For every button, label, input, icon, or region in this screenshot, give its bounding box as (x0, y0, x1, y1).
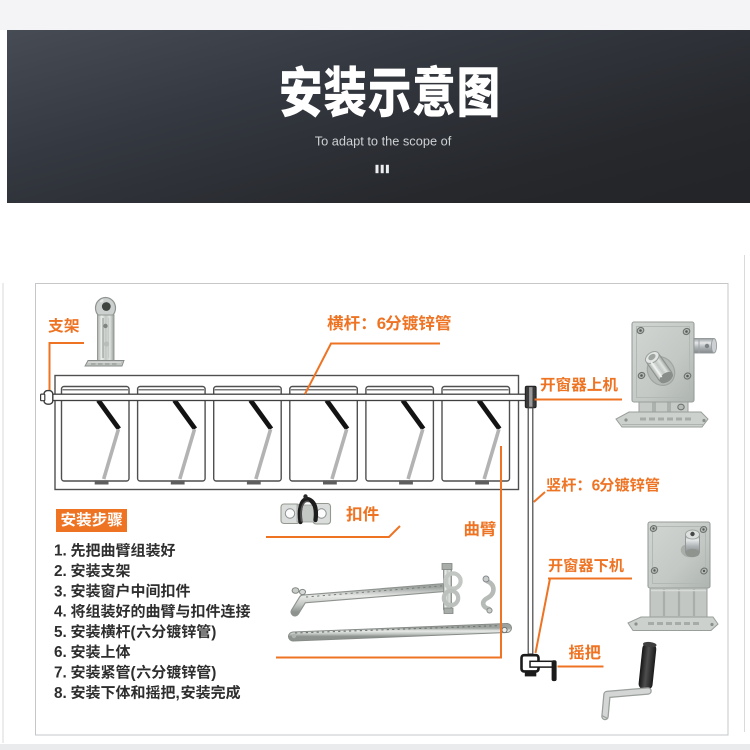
svg-text:): ) (211, 624, 216, 641)
svg-text:(: ( (131, 624, 137, 641)
svg-text:): ) (211, 665, 216, 682)
svg-text:3.: 3. (54, 583, 67, 600)
svg-text:7.: 7. (54, 665, 67, 682)
svg-text:2.: 2. (54, 563, 67, 580)
svg-text:6: 6 (592, 477, 601, 494)
svg-text:(: ( (131, 665, 137, 682)
svg-text:4.: 4. (54, 604, 67, 621)
svg-text:6.: 6. (54, 644, 67, 661)
svg-text:6: 6 (377, 314, 386, 333)
svg-text:To adapt to the scope of: To adapt to the scope of (315, 134, 452, 149)
svg-text:,: , (176, 685, 180, 702)
svg-text:5.: 5. (54, 624, 67, 641)
svg-text:1.: 1. (54, 543, 67, 560)
svg-text:8.: 8. (54, 685, 67, 702)
